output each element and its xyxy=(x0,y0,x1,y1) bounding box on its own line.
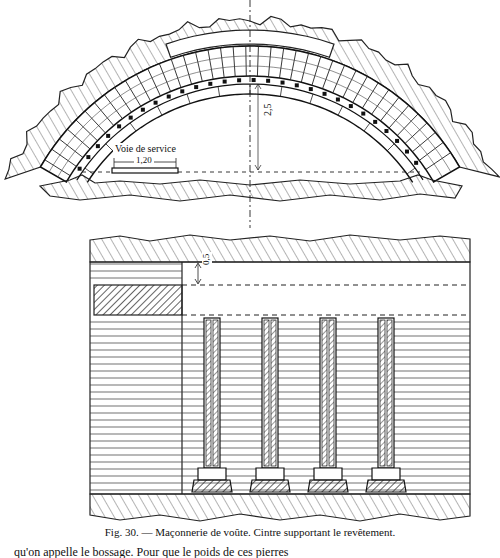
lagging-dot xyxy=(414,161,418,165)
joint xyxy=(104,95,122,119)
centering-rib xyxy=(366,318,406,492)
lagging-dot xyxy=(373,120,377,124)
joint xyxy=(94,103,113,126)
joint xyxy=(257,46,258,76)
centering-rib xyxy=(250,318,290,492)
joint xyxy=(183,55,191,84)
joint xyxy=(343,70,356,97)
lagging-dot xyxy=(129,116,133,120)
joint xyxy=(312,57,321,86)
lagging-dot xyxy=(106,134,110,138)
figure-caption: Fig. 30. — Maçonnerie de voûte. Cintre s… xyxy=(0,526,500,538)
joint xyxy=(136,74,150,100)
joint xyxy=(52,149,77,166)
joint xyxy=(148,69,161,96)
joint xyxy=(280,48,284,78)
lagging-dot xyxy=(349,104,353,108)
joint xyxy=(115,87,132,112)
outline xyxy=(90,262,470,494)
centering-rib xyxy=(192,318,232,492)
joint xyxy=(323,61,333,89)
lagging-dot xyxy=(180,89,184,93)
joint xyxy=(419,142,443,160)
joint xyxy=(233,47,235,77)
lagging-dot xyxy=(167,95,171,99)
joint xyxy=(196,52,203,81)
joint xyxy=(171,59,181,87)
lagging-dot xyxy=(266,79,270,83)
vault-section xyxy=(5,0,499,228)
lagging-dot xyxy=(252,78,256,82)
joint xyxy=(301,53,308,82)
lagging-dot xyxy=(395,139,399,143)
axis xyxy=(250,0,251,228)
lagging-dot xyxy=(117,124,121,128)
lagging-dot xyxy=(86,155,90,159)
body-text: qu'on appelle le bossage. Pour que le po… xyxy=(14,546,288,558)
lagging-dot xyxy=(384,129,388,133)
dimension: 2,5 xyxy=(262,102,273,119)
joint xyxy=(333,65,345,93)
track-label: Voie de service xyxy=(113,143,178,154)
joint xyxy=(381,97,399,121)
centering-rib xyxy=(308,318,348,492)
joint xyxy=(372,90,389,115)
lagging-dot xyxy=(141,108,145,112)
lagging-dot xyxy=(336,97,340,101)
joint xyxy=(353,76,368,102)
lagging-dot xyxy=(281,81,285,85)
joint xyxy=(426,153,451,170)
joint xyxy=(412,132,435,151)
service-track xyxy=(112,168,178,173)
dimension: 1,20 xyxy=(134,156,154,166)
joint xyxy=(268,47,271,77)
rock xyxy=(40,175,462,201)
dimension: 0,5 xyxy=(202,252,212,267)
rock xyxy=(90,235,470,262)
joint xyxy=(59,139,83,157)
joint xyxy=(389,105,409,128)
vault-longitudinal xyxy=(90,235,470,521)
joint xyxy=(245,46,247,76)
joint xyxy=(221,48,225,78)
lagging-dot xyxy=(309,87,313,91)
lagging-dot xyxy=(295,83,299,87)
joint xyxy=(290,50,296,79)
lagging-dot xyxy=(223,80,227,84)
lagging-dot xyxy=(194,85,198,89)
joint xyxy=(67,129,90,149)
rock xyxy=(90,494,470,521)
joint xyxy=(45,160,70,176)
lagging-dot xyxy=(154,101,158,105)
lagging-dot xyxy=(361,112,365,116)
lagging-dot xyxy=(78,167,82,171)
joint xyxy=(159,64,170,92)
lagging-dot xyxy=(96,144,100,148)
lagging-dot xyxy=(237,78,241,82)
lagging-dot xyxy=(405,150,409,154)
lagging-dot xyxy=(323,92,327,96)
masonry-block xyxy=(94,285,182,315)
lagging-dot xyxy=(208,82,212,86)
joint xyxy=(208,50,213,80)
